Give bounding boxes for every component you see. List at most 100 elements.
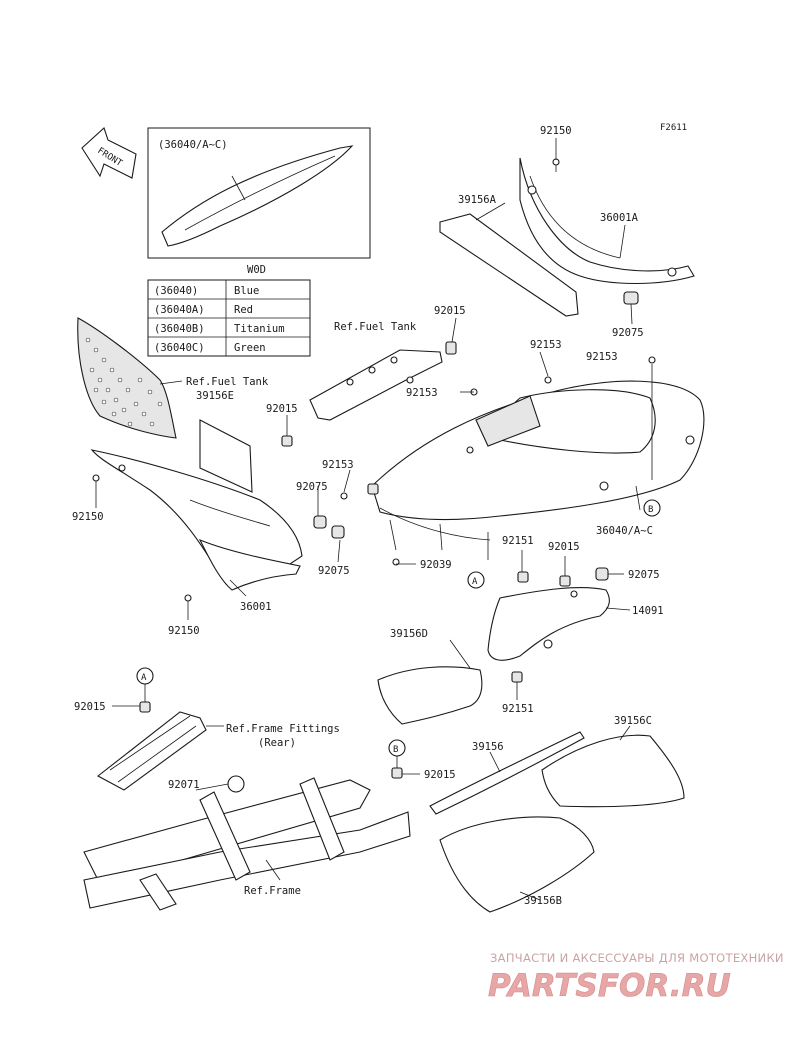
callout-92015: 92015	[548, 541, 580, 553]
svg-text:B: B	[648, 505, 653, 515]
callout-92153: 92153	[322, 459, 354, 471]
callout-92151: 92151	[502, 535, 534, 547]
callout-92153: 92153	[530, 339, 562, 351]
marker-a-fitting: A	[136, 667, 154, 685]
bracket-14091	[487, 587, 610, 661]
color-row-color: Red	[234, 304, 253, 316]
watermark: ЗАПЧАСТИ И АКСЕССУАРЫ ДЛЯ МОТОТЕХНИКИ PA…	[488, 951, 784, 1004]
watermark-brand: PARTSFOR.RU	[488, 968, 731, 1004]
callout-92150: 92150	[168, 625, 200, 637]
bolt-92150-left	[92, 474, 100, 482]
bolt-92150-top	[552, 158, 560, 172]
svg-text:A: A	[141, 673, 147, 683]
callout-92151: 92151	[502, 703, 534, 715]
callout-39156C: 39156C	[614, 715, 652, 727]
callout-ref-frame-fittings-rear: (Rear)	[258, 737, 296, 749]
marker-b-main: B	[643, 499, 661, 517]
marker-a-main: A	[467, 571, 485, 589]
color-table: W0D (36040) Blue (36040A) Red (36040B) T…	[147, 264, 311, 357]
callout-92153: 92153	[406, 387, 438, 399]
screw-92039	[392, 558, 400, 566]
bolt-92015-b	[281, 435, 293, 447]
damper-92075-b	[331, 525, 345, 539]
callout-92071: 92071	[168, 779, 200, 791]
bolt-92015-a	[445, 341, 457, 355]
inset-tail-cover	[161, 145, 354, 247]
callout-92153: 92153	[586, 351, 618, 363]
color-row-color: Blue	[234, 285, 259, 297]
figure-code: F2611	[660, 123, 687, 133]
screw-92153-right	[648, 356, 656, 364]
color-row-color: Titanium	[234, 323, 285, 335]
pad-39156B	[439, 816, 595, 913]
tail-cover-36040	[371, 380, 705, 560]
color-table-header: W0D	[247, 264, 266, 276]
side-cover-36001	[90, 449, 303, 591]
pad-39156A	[439, 213, 579, 317]
damper-92075-c	[595, 567, 609, 581]
color-variant-inset: (36040/A~C)	[147, 127, 371, 259]
color-row-part: (36040C)	[154, 342, 205, 354]
tank-side-pad-39156E	[77, 317, 177, 439]
bolt-92151-b	[511, 671, 523, 683]
screw-92153-c	[367, 483, 379, 495]
color-row-part: (36040B)	[154, 323, 205, 335]
callout-92039: 92039	[420, 559, 452, 571]
callout-39156D: 39156D	[390, 628, 428, 640]
callout-ref-frame: Ref.Frame	[244, 885, 301, 897]
callout-36001A: 36001A	[600, 212, 639, 224]
tail-light-cluster	[475, 395, 541, 447]
watermark-subtitle: ЗАПЧАСТИ И АКСЕССУАРЫ ДЛЯ МОТОТЕХНИКИ	[490, 951, 784, 965]
leader-lines	[95, 138, 653, 901]
callout-92015: 92015	[424, 769, 456, 781]
bolt-92015-c	[559, 575, 571, 587]
callout-92075: 92075	[612, 327, 644, 339]
rear-frame-fittings	[96, 711, 207, 791]
svg-text:B: B	[393, 745, 398, 755]
callout-36001: 36001	[240, 601, 272, 613]
bolt-92015-d	[139, 701, 151, 713]
callout-39156E: 39156E	[196, 390, 234, 402]
callout-39156: 39156	[472, 741, 504, 753]
seat-cover-36001A	[519, 157, 695, 284]
callout-92075: 92075	[628, 569, 660, 581]
callout-92075: 92075	[296, 481, 328, 493]
callout-ref-fuel-tank: Ref.Fuel Tank	[186, 376, 269, 388]
color-row-color: Green	[234, 342, 266, 354]
marker-b-frame: B	[388, 739, 406, 757]
pad-39156D	[377, 666, 483, 725]
svg-text:A: A	[472, 577, 478, 587]
callout-92015: 92015	[266, 403, 298, 415]
pad-small	[199, 419, 253, 493]
callout-39156B: 39156B	[524, 895, 562, 907]
color-row-part: (36040A)	[154, 304, 205, 316]
callout-ref-frame-fittings: Ref.Frame Fittings	[226, 723, 340, 735]
front-arrow-icon: FRONT	[81, 127, 137, 179]
damper-92075-a	[313, 515, 327, 529]
callout-14091: 14091	[632, 605, 664, 617]
pad-39156	[429, 731, 585, 815]
callout-ref-fuel-tank: Ref.Fuel Tank	[334, 321, 417, 333]
callout-92015: 92015	[434, 305, 466, 317]
rear-frame	[83, 775, 411, 911]
screw-92153-d	[340, 492, 348, 500]
bolt-92015-e	[391, 767, 403, 779]
color-row-part: (36040)	[154, 285, 198, 297]
bolt-92151-a	[517, 571, 529, 583]
callout-labels: 92150 39156A 36001A 92075 92015 Ref.Fuel…	[72, 125, 664, 907]
callout-92150: 92150	[72, 511, 104, 523]
grommet-92071	[227, 775, 245, 793]
damper-92075-top	[623, 291, 639, 305]
callout-92075: 92075	[318, 565, 350, 577]
callout-92015: 92015	[74, 701, 106, 713]
inset-title: (36040/A~C)	[158, 139, 228, 151]
screw-92153-a	[544, 376, 552, 384]
tank-bracket	[309, 349, 443, 421]
callout-39156A: 39156A	[458, 194, 497, 206]
bolt-92150-bottom	[184, 594, 192, 602]
callout-36040-AC: 36040/A~C	[596, 525, 653, 537]
pad-39156C	[541, 734, 685, 808]
callout-92150: 92150	[540, 125, 572, 137]
